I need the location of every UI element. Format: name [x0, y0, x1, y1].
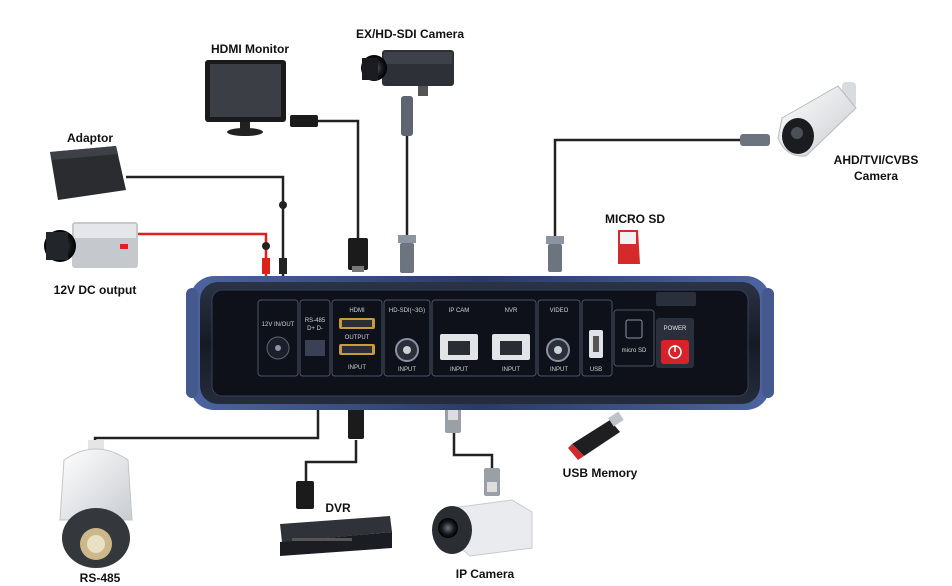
dc-camera-icon: [44, 222, 138, 268]
label-hdmi-input: INPUT: [348, 365, 366, 371]
label-video-input: INPUT: [550, 367, 568, 373]
label-rs485-a: RS-485: [305, 318, 326, 324]
label-ipcam: IP CAM: [449, 308, 470, 314]
sdi-camera-icon: [361, 50, 454, 96]
micro-sd-icon: [618, 230, 640, 264]
port-microsd-slot[interactable]: [625, 319, 643, 339]
label-rs485: RS-485: [79, 571, 121, 585]
label-dc-output: 12V DC output: [53, 283, 137, 297]
label-hdmi: HDMI: [349, 308, 365, 314]
bnc-plug-ahd: [546, 134, 770, 272]
label-usb-memory: USB Memory: [562, 466, 638, 480]
label-hdmi-monitor: HDMI Monitor: [211, 42, 289, 56]
dvr-icon: [280, 516, 392, 556]
label-video: VIDEO: [550, 308, 569, 314]
label-hdmi-output: OUTPUT: [345, 335, 370, 341]
label-nvr: NVR: [505, 308, 518, 314]
rs485-dome-camera-icon: [59, 440, 133, 568]
label-ipcam-input: INPUT: [450, 367, 468, 373]
hdmi-monitor-icon: [205, 60, 286, 136]
hdmi-plug-top: [290, 115, 368, 272]
dvr-cable: [304, 440, 358, 482]
label-usb: USB: [590, 367, 602, 373]
usb-memory-icon: [568, 411, 624, 460]
adaptor-cable: [126, 175, 285, 276]
ahd-camera-icon: [777, 82, 857, 157]
label-nvr-input: INPUT: [502, 367, 520, 373]
dc-output-cable: [134, 232, 268, 276]
label-micro-sd: MICRO SD: [605, 212, 665, 226]
hdmi-cable: [318, 119, 360, 240]
port-rs485-terminal[interactable]: [305, 340, 325, 356]
label-sdi-camera: EX/HD-SDI Camera: [355, 27, 465, 41]
rs485-cable: [93, 408, 320, 446]
label-12v: 12V IN/OUT: [262, 322, 295, 328]
label-ahd-camera-1: AHD/TVI/CVBS: [833, 153, 919, 167]
label-rs485-b: D+ D-: [307, 326, 323, 332]
label-ip-camera: IP Camera: [455, 567, 515, 581]
label-ahd-camera-2: Camera: [853, 169, 899, 183]
label-microsd: micro SD: [622, 348, 647, 354]
bottom-plugs: [296, 405, 500, 509]
label-sdi: HD-SDI(~3G): [389, 308, 425, 314]
adaptor-icon: [50, 146, 126, 200]
label-power: POWER: [664, 326, 687, 332]
ip-camera-icon: [432, 499, 533, 557]
bnc-plug-sdi: [398, 96, 416, 273]
label-dvr: DVR: [325, 501, 351, 515]
ipcam-cable: [452, 430, 494, 470]
label-adaptor: Adaptor: [67, 131, 113, 145]
label-sdi-input: INPUT: [398, 367, 416, 373]
ahd-cable: [553, 138, 740, 240]
dc-plug: [262, 201, 287, 274]
tester-device: 12V IN/OUT RS-485 D+ D- HDMI OUTPUT INPU…: [186, 276, 774, 410]
